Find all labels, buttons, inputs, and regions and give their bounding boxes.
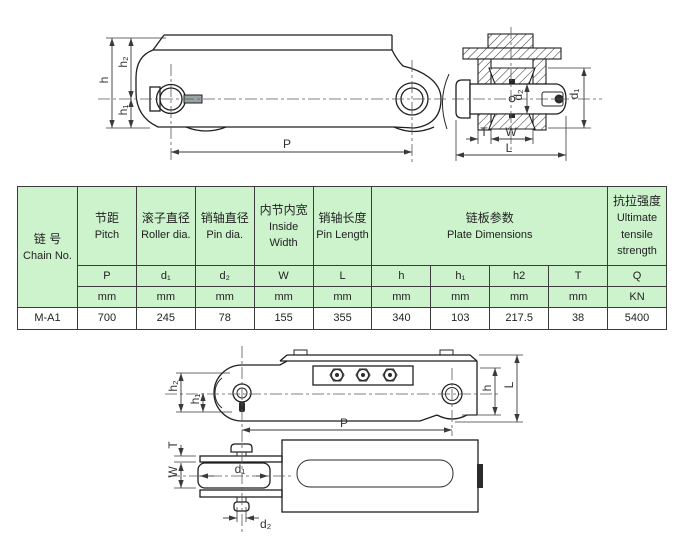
cell-h: 340 [371,307,432,330]
dim-label-W: W [505,125,517,139]
unit-h1: mm [430,286,491,308]
centerlines-bottom [165,346,500,532]
pin-end [233,501,250,512]
dim-label-h2-b: h₂ [166,380,180,392]
inside-width-header: 内节内宽 Inside Width [253,186,314,266]
cell-pitch: 700 [77,307,137,330]
symbol-Q: Q [607,265,667,287]
dim-label-W-b: W [166,466,180,478]
side-view-link [135,34,442,133]
unit-W: mm [253,286,314,308]
unit-h2: mm [489,286,550,308]
dim-label-P: P [283,137,291,151]
symbol-h1: h₁ [430,265,491,287]
bottom-side-view [213,349,478,422]
dim-label-d2-b: d₂ [260,517,272,531]
symbol-h: h [371,265,432,287]
dimensions-bottom: h₂ h₁ h L P T W d₁ d₂ [166,354,523,531]
symbol-P: P [77,265,137,287]
pin-dia-header: 销轴直径 Pin dia. [194,186,255,266]
bottom-drawing: h₂ h₁ h L P T W d₁ d₂ [165,346,523,532]
top-drawing: h h₂ h₁ P d₁ d₂ T W L [97,27,602,162]
spec-table: 链 号 Chain No. 节距 Pitch 滚子直径 Roller dia. … [17,186,667,330]
cell-Q: 5400 [607,307,667,330]
cross-section-view [442,33,567,131]
dimensions-top: h h₂ h₁ P d₁ d₂ T W L [97,37,591,161]
symbol-d2: d₂ [194,265,255,287]
unit-h: mm [371,286,432,308]
pin-length-header: 销轴长度 Pin Length [312,186,373,266]
bolts [329,368,398,382]
dim-label-d2: d₂ [511,89,525,101]
cell-T: 38 [548,307,609,330]
cell-chain-no: M-A1 [17,307,78,330]
symbol-h2: h2 [489,265,550,287]
dim-label-d1: d₁ [567,89,581,100]
table-row: M-A1 700 245 78 155 355 340 103 217.5 38… [17,307,667,330]
dim-label-P-b: P [340,416,348,430]
link-plate [281,439,479,513]
symbol-T: T [548,265,609,287]
pitch-header: 节距 Pitch [77,186,137,266]
dim-label-T-b: T [166,441,180,449]
symbol-d1: d₁ [135,265,196,287]
unit-d1: mm [135,286,196,308]
cell-h1: 103 [430,307,491,330]
cell-roller-dia: 245 [135,307,196,330]
chain-no-header: 链 号 Chain No. [17,186,78,308]
symbol-W: W [253,265,314,287]
unit-Q: KN [607,286,667,308]
cell-h2: 217.5 [489,307,550,330]
roller-dia-header: 滚子直径 Roller dia. [135,186,196,266]
dim-label-L: L [506,141,513,155]
roller-plan [197,462,271,489]
cell-pin-dia: 78 [194,307,255,330]
dim-label-h: h [97,77,111,84]
dim-label-h1-b: h₁ [188,394,202,405]
dim-label-L-b: L [502,381,516,388]
dim-label-h2: h₂ [116,56,130,68]
unit-L: mm [312,286,373,308]
unit-P: mm [77,286,137,308]
tensile-strength-header: 抗拉强度 Ultimate tensile strength [607,186,667,266]
dim-label-h1: h₁ [116,105,130,116]
unit-T: mm [548,286,609,308]
unit-d2: mm [194,286,255,308]
cell-inside-width: 155 [253,307,314,330]
plate-dimensions-header: 链板参数 Plate Dimensions [371,186,609,266]
dim-label-h-b: h [480,385,494,392]
plate-slot [296,459,454,488]
bolt-plate [312,365,414,386]
cell-pin-length: 355 [312,307,373,330]
pin-cap [230,443,253,453]
dim-label-d1-b: d₁ [235,462,246,476]
symbol-L: L [312,265,373,287]
dim-label-T: T [480,125,488,139]
